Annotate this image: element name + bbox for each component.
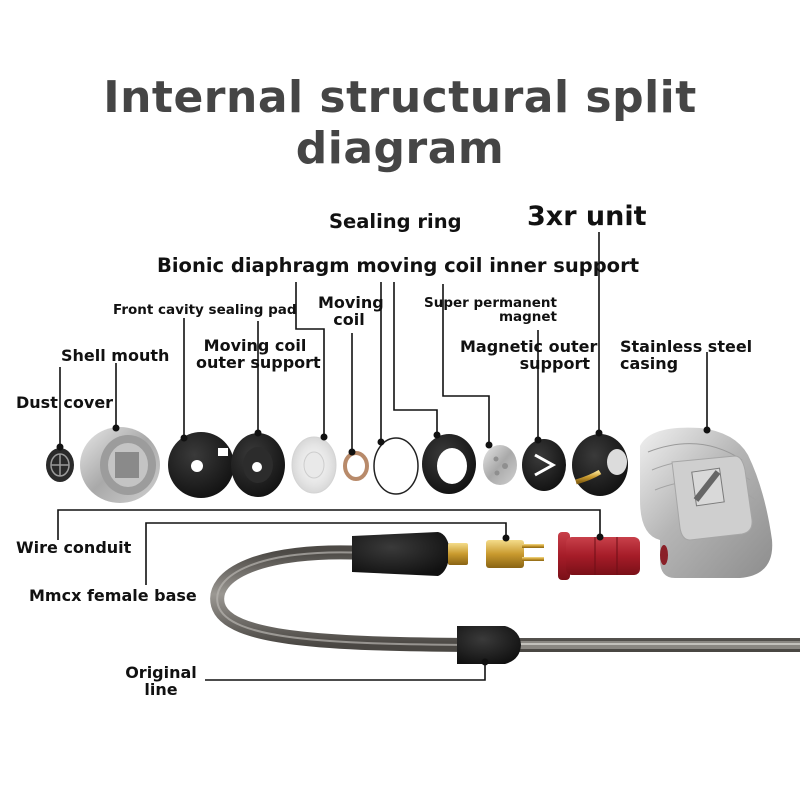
dust-cover-part: [46, 448, 74, 482]
label-front-cavity-pad: Front cavity sealing pad: [113, 302, 297, 318]
label-coil-outer-line1: Moving coil: [203, 336, 307, 355]
wire-conduit-part: [558, 532, 640, 580]
label-coil-outer-line2: outer support: [196, 352, 321, 372]
stainless-steel-casing-part: [640, 427, 773, 578]
label-stainless-casing: Stainless steel casing: [620, 337, 753, 373]
cable-original-line: [210, 545, 800, 652]
label-magnetic-outer-line2: support: [519, 353, 590, 373]
label-shell-mouth: Shell mouth: [61, 346, 170, 365]
label-moving-coil: Moving coil: [318, 293, 384, 329]
leader-bionic-diaphragm: [295, 282, 325, 437]
moving-coil-part: [343, 451, 369, 481]
label-dust-cover: Dust cover: [16, 393, 114, 412]
leader-inner-support: [393, 282, 438, 435]
label-super-magnet: Super permanent magnet: [420, 295, 557, 326]
diagram-title: Internal structural split diagram: [103, 72, 697, 174]
label-3xr-unit: 3xr unit: [527, 201, 647, 232]
front-cavity-sealing-pad-part: [168, 432, 234, 498]
sealing-ring-part: [373, 437, 419, 495]
label-sealing-ring: Sealing ring: [329, 210, 462, 233]
label-magnetic-outer-support: Magnetic outer support: [460, 337, 598, 373]
label-super-magnet-line2: magnet: [498, 309, 557, 326]
cable-splitter: [457, 626, 521, 664]
magnetic-outer-support-part: [522, 439, 566, 491]
moving-coil-outer-support-part: [231, 433, 285, 497]
leader-lines: [57, 232, 708, 681]
label-super-magnet-line1: Super permanent: [424, 295, 557, 311]
label-original-line1: Original: [125, 663, 197, 682]
label-moving-coil-line1: Moving: [318, 293, 384, 312]
leader-super-magnet: [442, 284, 490, 445]
label-stainless-line1: Stainless steel: [620, 337, 753, 356]
bionic-diaphragm-part: [291, 436, 337, 494]
label-moving-coil-line2: coil: [333, 309, 365, 329]
moving-coil-inner-support-part: [422, 434, 476, 494]
label-mmcx-base: Mmcx female base: [29, 586, 197, 605]
mmcx-female-base-part: [486, 540, 544, 568]
label-magnetic-outer-line1: Magnetic outer: [460, 337, 598, 356]
label-coil-outer-support: Moving coil outer support: [196, 336, 321, 372]
leader-mmcx-base: [145, 522, 507, 585]
label-wire-conduit: Wire conduit: [16, 538, 132, 557]
shell-mouth-part: [80, 427, 160, 503]
label-stainless-line2: casing: [620, 353, 679, 373]
leader-original-line: [205, 662, 486, 681]
mmcx-plug-housing: [352, 532, 468, 576]
label-bionic-inner-support: Bionic diaphragm moving coil inner suppo…: [157, 254, 640, 277]
3xr-unit-part: [572, 434, 628, 496]
leader-wire-conduit: [57, 509, 601, 540]
super-permanent-magnet-part: [483, 445, 517, 485]
label-original-line: Original line: [120, 663, 202, 699]
label-original-line2: line: [144, 679, 178, 699]
leader-dots: [56, 424, 711, 666]
